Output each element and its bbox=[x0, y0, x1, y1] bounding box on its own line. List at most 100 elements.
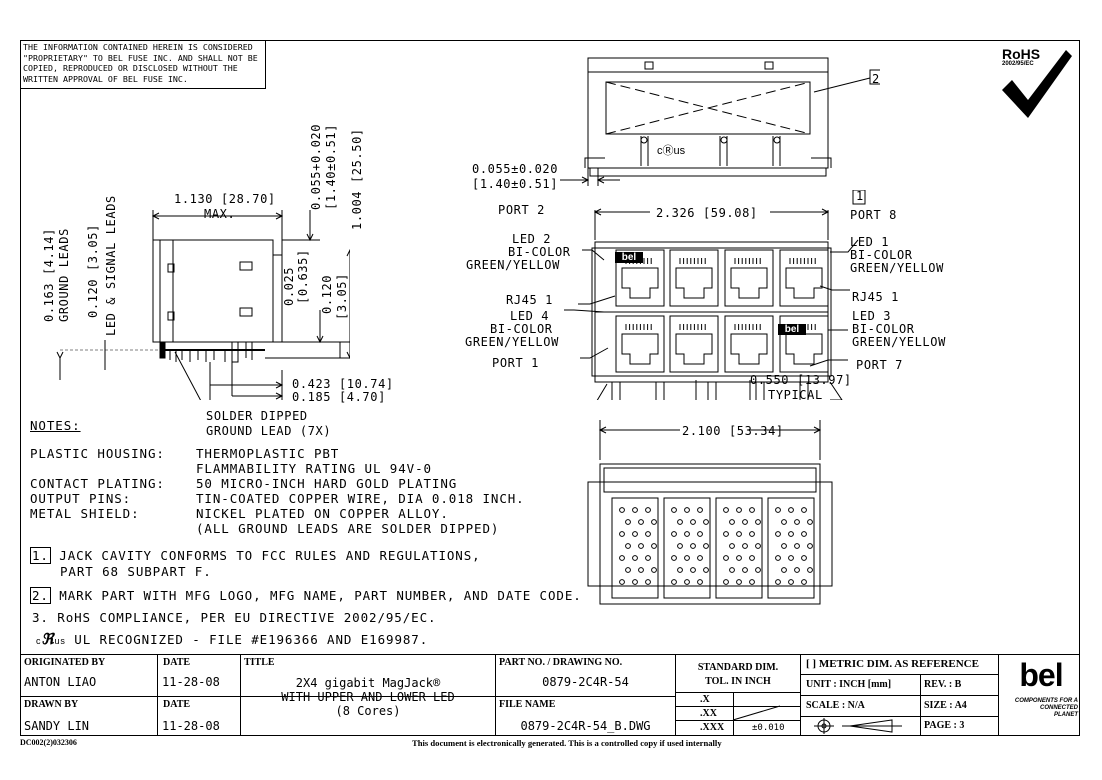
bottom-pin-hole bbox=[645, 579, 651, 585]
rohs-label: RoHS bbox=[1002, 46, 1041, 62]
originated-by: ANTON LIAO bbox=[24, 675, 97, 689]
bottom-pin-hole bbox=[775, 555, 781, 561]
dim-pin-a: 0.025 bbox=[282, 266, 296, 306]
dim-pin-a-metric: [0.635] bbox=[296, 249, 310, 304]
part-no-label: PART NO. / DRAWING NO. bbox=[499, 657, 623, 668]
tagline-line: COMPONENTS FOR A bbox=[1014, 698, 1078, 704]
bottom-pin-hole bbox=[651, 567, 657, 573]
doc-code: DC002(2)032306 bbox=[20, 738, 77, 747]
label-port-8: PORT 8 bbox=[850, 208, 897, 222]
spec-value: (ALL GROUND LEADS ARE SOLDER DIPPED) bbox=[196, 521, 500, 536]
dim-row-1: 0.423 [10.74] bbox=[292, 377, 394, 391]
note-4-text: UL RECOGNIZED - FILE #E196366 AND E16998… bbox=[74, 632, 429, 647]
bottom-pin-hole bbox=[619, 507, 625, 513]
drawing-sheet: THE INFORMATION CONTAINED HEREIN IS CONS… bbox=[20, 40, 1080, 736]
bottom-pin-hole bbox=[794, 567, 800, 573]
rj45-contacts bbox=[789, 258, 816, 264]
led2-line: LED 2 bbox=[512, 232, 552, 246]
bel-logo-port-upper: bel bbox=[615, 252, 643, 263]
bottom-pin-hole bbox=[703, 519, 709, 525]
ul-mark-top: cⓇus bbox=[657, 145, 686, 157]
bottom-pin-hole bbox=[788, 555, 794, 561]
bottom-pin-hole bbox=[749, 579, 755, 585]
label-led-1: LED 1 BI-COLOR GREEN/YELLOW bbox=[850, 236, 944, 275]
led4-line: GREEN/YELLOW bbox=[465, 335, 559, 349]
rj45-opening bbox=[785, 333, 823, 365]
rj45-opening bbox=[675, 267, 713, 299]
proprietary-notice: THE INFORMATION CONTAINED HEREIN IS CONS… bbox=[20, 40, 266, 89]
bottom-pin-hole bbox=[749, 507, 755, 513]
spec-row: OUTPUT PINS: TIN-COATED COPPER WIRE, DIA… bbox=[30, 491, 525, 506]
spec-label: OUTPUT PINS: bbox=[30, 491, 132, 506]
bottom-pin-hole bbox=[775, 531, 781, 537]
bottom-pin-hole bbox=[632, 555, 638, 561]
drawn-by: SANDY LIN bbox=[24, 719, 90, 733]
title-block: ORIGINATED BY ANTON LIAO DATE 11-28-08 D… bbox=[20, 654, 1080, 736]
label-led-3: LED 3 BI-COLOR GREEN/YELLOW bbox=[852, 310, 946, 349]
footer-notice: This document is electronically generate… bbox=[412, 738, 722, 748]
bottom-pin-hole bbox=[632, 579, 638, 585]
rj45-port bbox=[615, 315, 665, 373]
note-2: 2. MARK PART WITH MFG LOGO, MFG NAME, PA… bbox=[30, 587, 582, 604]
ul-suffix: us bbox=[54, 636, 66, 646]
bottom-pin-hole bbox=[781, 519, 787, 525]
bottom-pin-hole bbox=[671, 507, 677, 513]
spec-value: THERMOPLASTIC PBT bbox=[196, 446, 340, 461]
bottom-pin-hole bbox=[638, 567, 644, 573]
bottom-pin-hole bbox=[749, 555, 755, 561]
unit: UNIT : INCH [mm] bbox=[806, 679, 892, 690]
spec-label: METAL SHIELD: bbox=[30, 506, 140, 521]
bottom-pin-hole bbox=[677, 567, 683, 573]
notes-heading: NOTES: bbox=[30, 418, 81, 433]
bottom-port-outline bbox=[663, 497, 711, 599]
bottom-pin-hole bbox=[625, 519, 631, 525]
led3-line: GREEN/YELLOW bbox=[852, 335, 946, 349]
label-port-7: PORT 7 bbox=[856, 358, 903, 372]
label-rj45-right: RJ45 1 bbox=[852, 290, 899, 304]
notes-specs: PLASTIC HOUSING: THERMOPLASTIC PBT FLAMM… bbox=[30, 446, 525, 536]
scale: SCALE : N/A bbox=[806, 700, 865, 711]
tol-x: .X bbox=[700, 694, 710, 705]
rj45-port bbox=[615, 249, 665, 307]
bottom-pin-hole bbox=[781, 543, 787, 549]
bottom-pin-hole bbox=[697, 507, 703, 513]
dim-top-offset: 0.055+0.020 bbox=[309, 123, 323, 210]
tol-xxx: .XXX bbox=[700, 722, 725, 733]
bottom-pin-hole bbox=[723, 531, 729, 537]
bottom-pin-hole bbox=[775, 507, 781, 513]
callout-solder-dipped: SOLDER DIPPED bbox=[206, 409, 308, 423]
spec-row: PLASTIC HOUSING: THERMOPLASTIC PBT bbox=[30, 446, 525, 461]
bottom-pin-hole bbox=[690, 519, 696, 525]
bottom-pin-hole bbox=[801, 579, 807, 585]
tol-label: TOL. IN INCH bbox=[705, 676, 771, 687]
dim-top-view: 0.055±0.020 bbox=[472, 162, 559, 176]
bottom-pin-hole bbox=[684, 579, 690, 585]
bottom-pin-hole bbox=[619, 579, 625, 585]
dim-pitch: 0.550 [13.97] bbox=[750, 373, 852, 387]
tagline-line: CONNECTED bbox=[1039, 705, 1078, 711]
led1-line: LED 1 bbox=[850, 235, 890, 249]
rj45-opening bbox=[621, 333, 659, 365]
led2-line: BI-COLOR bbox=[508, 245, 571, 259]
spec-value: TIN-COATED COPPER WIRE, DIA 0.018 INCH. bbox=[196, 491, 525, 506]
bottom-pin-hole bbox=[788, 579, 794, 585]
rj45-contacts bbox=[734, 258, 761, 264]
bottom-pin-hole bbox=[755, 567, 761, 573]
led4-line: LED 4 bbox=[510, 309, 550, 323]
bel-logo: bel bbox=[1019, 657, 1063, 693]
date-2: 11-28-08 bbox=[162, 719, 220, 733]
title-block-grid bbox=[20, 654, 1080, 736]
sheet-size: SIZE : A4 bbox=[924, 700, 967, 711]
rj45-contacts bbox=[625, 324, 652, 330]
note-1-number: 1. bbox=[30, 547, 51, 564]
bottom-pin-hole bbox=[736, 507, 742, 513]
bottom-pin-hole bbox=[729, 567, 735, 573]
rohs-mark: RoHS 2002/95/EC bbox=[998, 44, 1076, 124]
date-1: 11-28-08 bbox=[162, 675, 220, 689]
bottom-pin-hole bbox=[651, 519, 657, 525]
bottom-pin-hole bbox=[749, 531, 755, 537]
note-1-line: PART 68 SUBPART F. bbox=[60, 564, 212, 579]
bottom-pin-hole bbox=[781, 567, 787, 573]
dim-signal-leads: 0.120 [3.05] bbox=[86, 224, 100, 318]
dim-top-view-metric: [1.40±0.51] bbox=[472, 177, 559, 191]
